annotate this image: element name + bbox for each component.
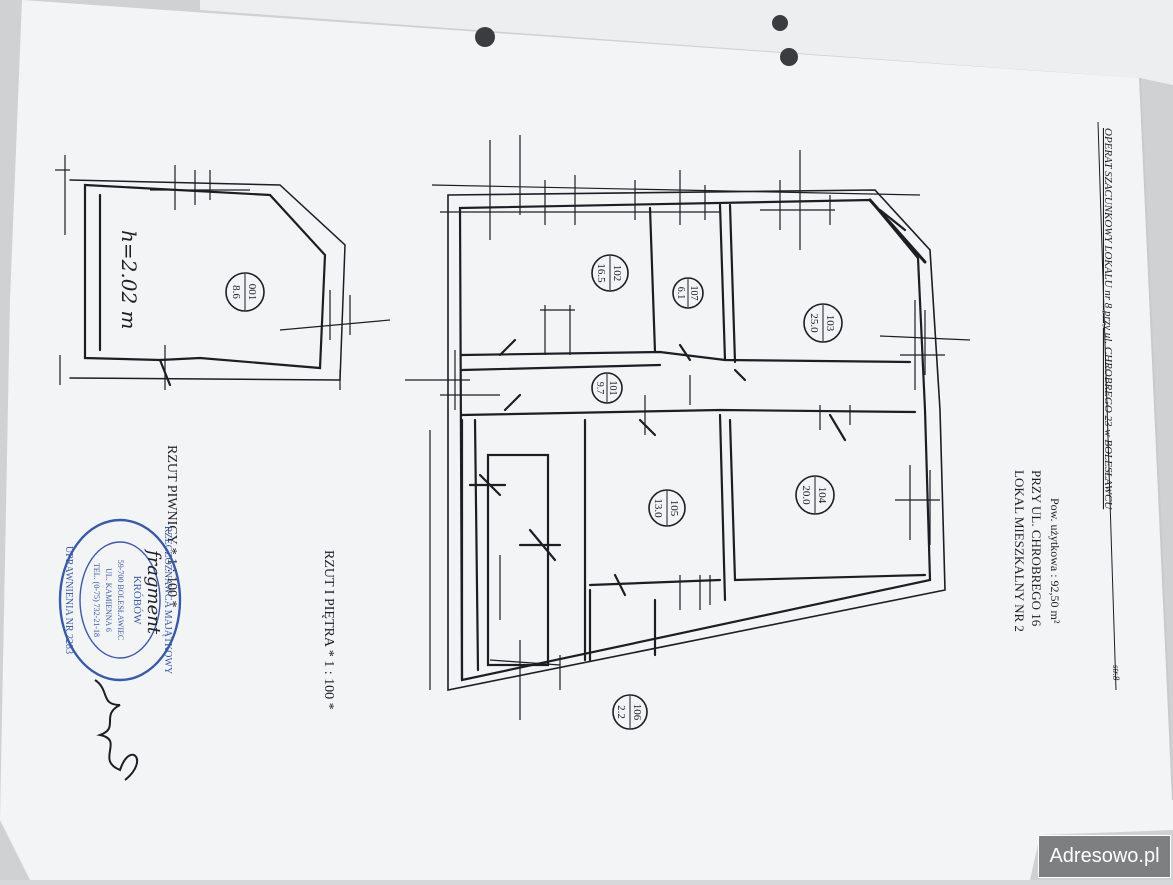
room-area: 25.0: [808, 313, 820, 333]
page-number: str.8: [1111, 665, 1121, 681]
unit-area: Pow. użytkowa : 92,50 m²: [1048, 498, 1062, 624]
basement-dimensions: [55, 155, 391, 390]
room-103: 103 25.0: [803, 303, 843, 343]
room-number: 001: [246, 284, 258, 301]
room-104: 104 20.0: [795, 475, 835, 515]
floor-plan-title: RZUT I PIĘTRA * 1 : 100 *: [321, 550, 336, 710]
stamp-line-1: 59-700 BOLESŁAWIEC: [116, 560, 125, 640]
room-area: 16.5: [595, 263, 607, 283]
room-107: 107 6.1: [672, 277, 704, 309]
room-number: 102: [611, 265, 623, 282]
operat-header: OPERAT SZACUNKOWY LOKALU nr 8 przy ul. C…: [1102, 128, 1114, 510]
punch-hole: [780, 48, 798, 66]
room-number: 105: [668, 500, 680, 517]
stamp-line-2: UL. KAMIENNA 6: [104, 568, 113, 632]
stamp-handwriting: fragment: [143, 548, 164, 635]
punch-hole: [772, 15, 788, 31]
unit-line-2: PRZY UL. CHROBREGO 16: [1029, 470, 1044, 627]
room-106: 106 2.2: [612, 694, 648, 730]
room-area: 9.7: [594, 382, 605, 395]
unit-line-1: LOKAL MIESZKALNY NR 2: [1012, 470, 1027, 632]
signature: [94, 679, 138, 781]
basement-height: h=2.02 m: [117, 230, 141, 330]
stamp-name: KRÓBÓW: [131, 576, 143, 626]
room-area: 2.2: [615, 705, 627, 719]
stamp-line-3: TEL. (0-75) 732-21-18: [92, 563, 101, 637]
adresowo-watermark[interactable]: Adresowo.pl: [1038, 835, 1171, 878]
punch-hole: [475, 27, 495, 47]
room-101: 101 9.7: [591, 372, 623, 404]
room-102: 102 16.5: [591, 254, 629, 292]
room-number: 103: [824, 315, 836, 332]
room-area: 20.0: [800, 485, 812, 505]
dimension-lines: [405, 135, 971, 720]
room-area: 13.0: [652, 498, 664, 518]
stamp-top-text: RZECZOZNAWCA MAJĄTKOWY: [162, 526, 173, 674]
room-number: 104: [816, 487, 828, 504]
appraiser-stamp: RZECZOZNAWCA MAJĄTKOWY UPRAWNIENIA NR 22…: [58, 518, 182, 682]
room-number: 106: [631, 704, 643, 721]
room-area: 8.6: [230, 285, 242, 299]
first-floor-plan: [447, 189, 946, 691]
room-number: 101: [607, 381, 618, 396]
stamp-bottom-text: UPRAWNIENIA NR 2283: [63, 546, 74, 654]
room-001: 001 8.6: [225, 272, 265, 312]
room-number: 107: [688, 286, 699, 301]
room-area: 6.1: [675, 287, 686, 300]
room-105: 105 13.0: [648, 489, 686, 527]
